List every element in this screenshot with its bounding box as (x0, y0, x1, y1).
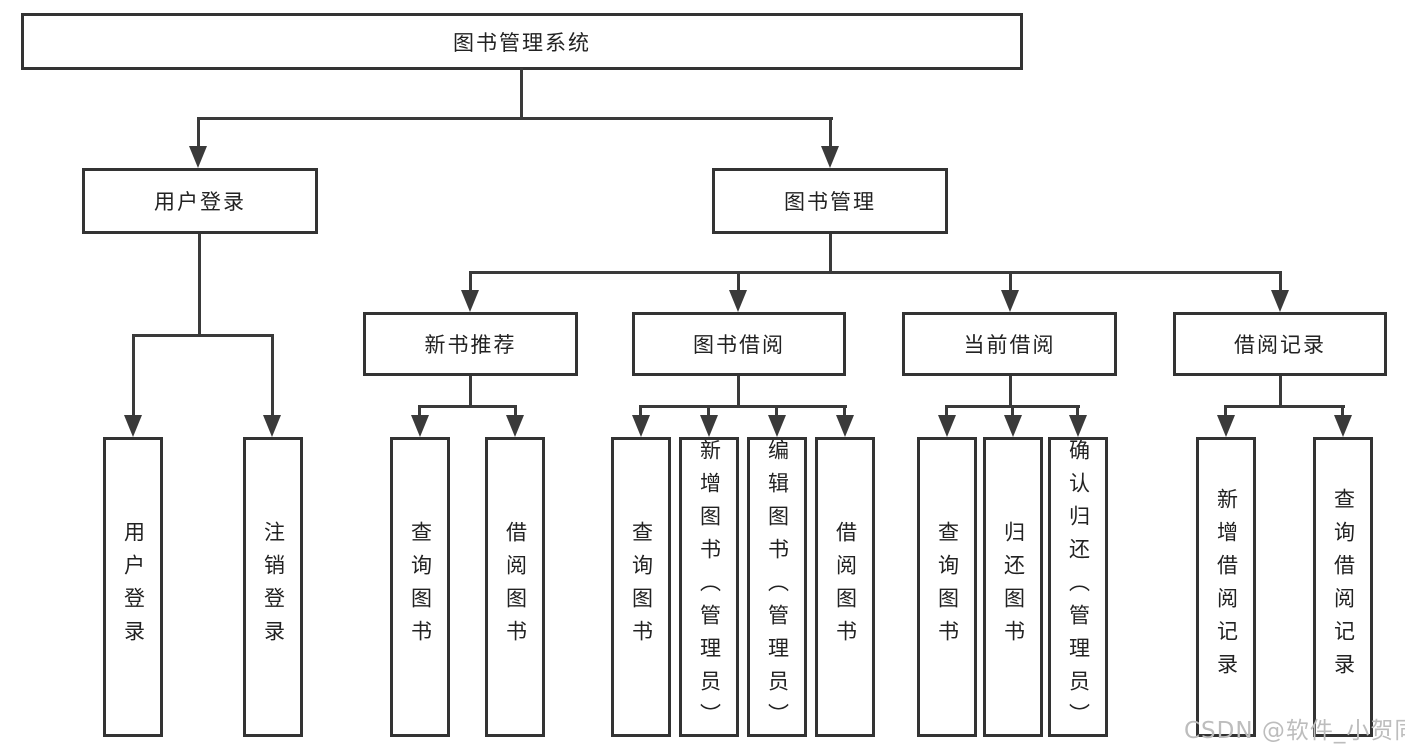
leaf-add-borrow-record: 新增借阅记录 (1196, 437, 1256, 737)
leaf-user-login-label: 用户登录 (121, 521, 146, 653)
connector-line (197, 117, 833, 120)
connector-line (132, 334, 274, 337)
arrow-down-icon (1271, 290, 1289, 312)
arrow-down-icon (506, 415, 524, 437)
leaf-return-book-label: 归还图书 (1001, 521, 1026, 653)
node-root: 图书管理系统 (21, 13, 1023, 70)
leaf-borrow-book: 借阅图书 (815, 437, 875, 737)
node-current-borrow-label: 当前借阅 (963, 333, 1056, 357)
connector-line (514, 405, 517, 419)
arrow-down-icon (821, 146, 839, 168)
arrow-down-icon (411, 415, 429, 437)
connector-line (197, 117, 200, 148)
connector-line (1009, 271, 1012, 293)
connector-line (418, 405, 421, 419)
connector-line (843, 405, 846, 419)
connector-line (737, 376, 740, 408)
arrow-down-icon (461, 290, 479, 312)
leaf-return-book: 归还图书 (983, 437, 1043, 737)
watermark: CSDN @软件_小贺同学 (1184, 718, 1405, 744)
arrow-down-icon (1217, 415, 1235, 437)
node-new-book-recommend-label: 新书推荐 (424, 333, 517, 357)
node-book-borrow-label: 图书借阅 (693, 333, 785, 357)
connector-line (469, 376, 472, 408)
connector-line (829, 117, 832, 148)
node-book-management-label: 图书管理 (784, 190, 876, 214)
leaf-add-book-admin: 新增图书（管理员） (679, 437, 739, 737)
arrow-down-icon (938, 415, 956, 437)
leaf-edit-book-admin-label: 编辑图书（管理员） (765, 438, 790, 736)
connector-line (737, 271, 740, 293)
connector-line (829, 234, 832, 274)
leaf-query-book-current: 查询图书 (917, 437, 977, 737)
connector-line (1279, 376, 1282, 408)
leaf-confirm-return-admin: 确认归还（管理员） (1048, 437, 1108, 737)
arrow-down-icon (263, 415, 281, 437)
node-user-login-label: 用户登录 (154, 190, 246, 214)
leaf-add-book-admin-label: 新增图书（管理员） (697, 438, 722, 736)
connector-line (469, 271, 472, 293)
connector-line (1225, 405, 1345, 408)
node-user-login: 用户登录 (82, 168, 318, 234)
arrow-down-icon (729, 290, 747, 312)
arrow-down-icon (189, 146, 207, 168)
node-new-book-recommend: 新书推荐 (363, 312, 578, 376)
leaf-edit-book-admin: 编辑图书（管理员） (747, 437, 807, 737)
connector-line (707, 405, 710, 419)
leaf-borrow-book-label: 借阅图书 (833, 521, 858, 653)
node-borrow-record-label: 借阅记录 (1234, 333, 1326, 357)
connector-line (419, 405, 517, 408)
arrow-down-icon (1001, 290, 1019, 312)
leaf-logout: 注销登录 (243, 437, 303, 737)
connector-line (198, 234, 201, 337)
node-borrow-record: 借阅记录 (1173, 312, 1387, 376)
node-current-borrow: 当前借阅 (902, 312, 1117, 376)
leaf-add-borrow-record-label: 新增借阅记录 (1214, 488, 1239, 686)
node-root-label: 图书管理系统 (453, 30, 591, 55)
leaf-query-book-recommend-label: 查询图书 (408, 521, 433, 653)
node-book-management: 图书管理 (712, 168, 948, 234)
connector-line (520, 68, 523, 120)
connector-line (639, 405, 642, 419)
connector-line (1076, 405, 1079, 419)
connector-line (132, 334, 135, 417)
leaf-user-login: 用户登录 (103, 437, 163, 737)
connector-line (1009, 376, 1012, 408)
connector-line (945, 405, 948, 419)
arrow-down-icon (836, 415, 854, 437)
connector-line (775, 405, 778, 419)
arrow-down-icon (1004, 415, 1022, 437)
connector-line (1011, 405, 1014, 419)
arrow-down-icon (124, 415, 142, 437)
connector-line (1279, 271, 1282, 293)
leaf-query-book-borrow-label: 查询图书 (629, 521, 654, 653)
leaf-confirm-return-admin-label: 确认归还（管理员） (1066, 438, 1091, 736)
leaf-query-borrow-record-label: 查询借阅记录 (1331, 488, 1356, 686)
arrow-down-icon (700, 415, 718, 437)
connector-line (469, 271, 1282, 274)
leaf-borrow-book-recommend: 借阅图书 (485, 437, 545, 737)
leaf-query-book-current-label: 查询图书 (935, 521, 960, 653)
leaf-query-book-borrow: 查询图书 (611, 437, 671, 737)
connector-line (271, 334, 274, 417)
leaf-query-book-recommend: 查询图书 (390, 437, 450, 737)
arrow-down-icon (768, 415, 786, 437)
arrow-down-icon (1069, 415, 1087, 437)
connector-line (640, 405, 847, 408)
node-book-borrow: 图书借阅 (632, 312, 846, 376)
connector-line (1224, 405, 1227, 419)
connector-line (1341, 405, 1344, 419)
leaf-borrow-book-recommend-label: 借阅图书 (503, 521, 528, 653)
arrow-down-icon (1334, 415, 1352, 437)
arrow-down-icon (632, 415, 650, 437)
leaf-query-borrow-record: 查询借阅记录 (1313, 437, 1373, 737)
leaf-logout-label: 注销登录 (261, 521, 286, 653)
